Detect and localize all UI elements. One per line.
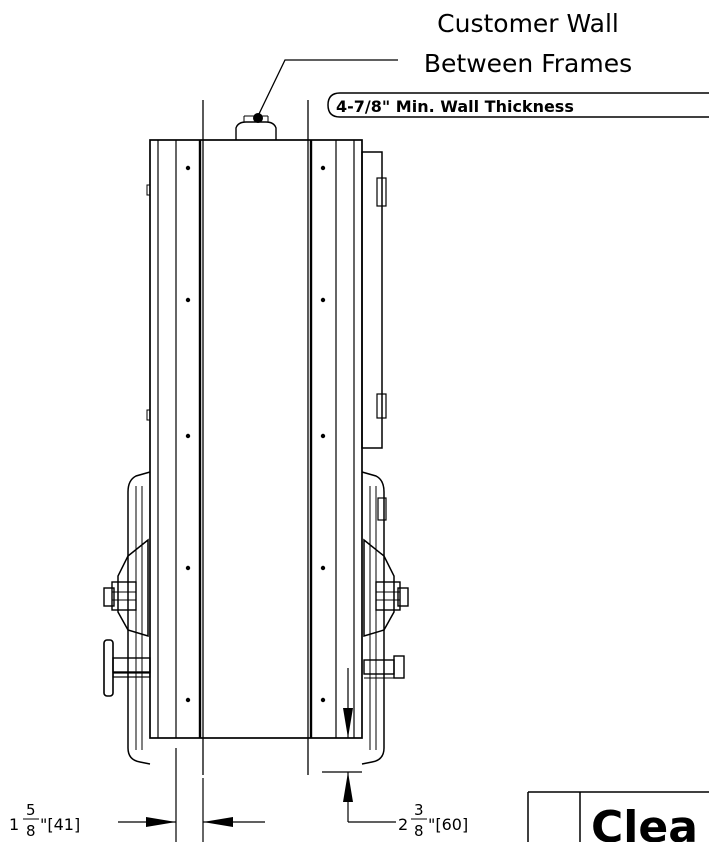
callout-line-2: Between Frames xyxy=(424,49,632,78)
wall-thickness-text: 4-7/8" Min. Wall Thickness xyxy=(336,97,574,116)
dim-right-value: "[60] xyxy=(428,815,468,834)
title-block-text: Clea xyxy=(591,802,698,842)
unit-body xyxy=(146,115,363,739)
dim-left-denominator: 8 xyxy=(26,822,36,840)
callout-line-1: Customer Wall xyxy=(437,9,619,38)
frame-mounting-dots xyxy=(185,165,326,703)
dim-right-denominator: 8 xyxy=(414,822,424,840)
dimension-right: 2 3 8 "[60] xyxy=(322,668,468,840)
dim-left-numerator: 5 xyxy=(26,801,36,819)
dimension-left: 1 5 8 "[41] xyxy=(9,748,265,842)
wall-thickness-note: 4-7/8" Min. Wall Thickness xyxy=(327,92,709,118)
dim-right-numerator: 3 xyxy=(414,801,424,819)
right-lower-mechanism xyxy=(361,471,409,765)
left-lower-mechanism xyxy=(103,471,151,765)
right-side-panel xyxy=(361,151,387,449)
title-block: Clea xyxy=(527,791,709,842)
dim-right-whole: 2 xyxy=(398,815,408,834)
customer-wall-lines xyxy=(202,100,309,775)
dim-left-whole: 1 xyxy=(9,815,19,834)
dim-left-value: "[41] xyxy=(40,815,80,834)
